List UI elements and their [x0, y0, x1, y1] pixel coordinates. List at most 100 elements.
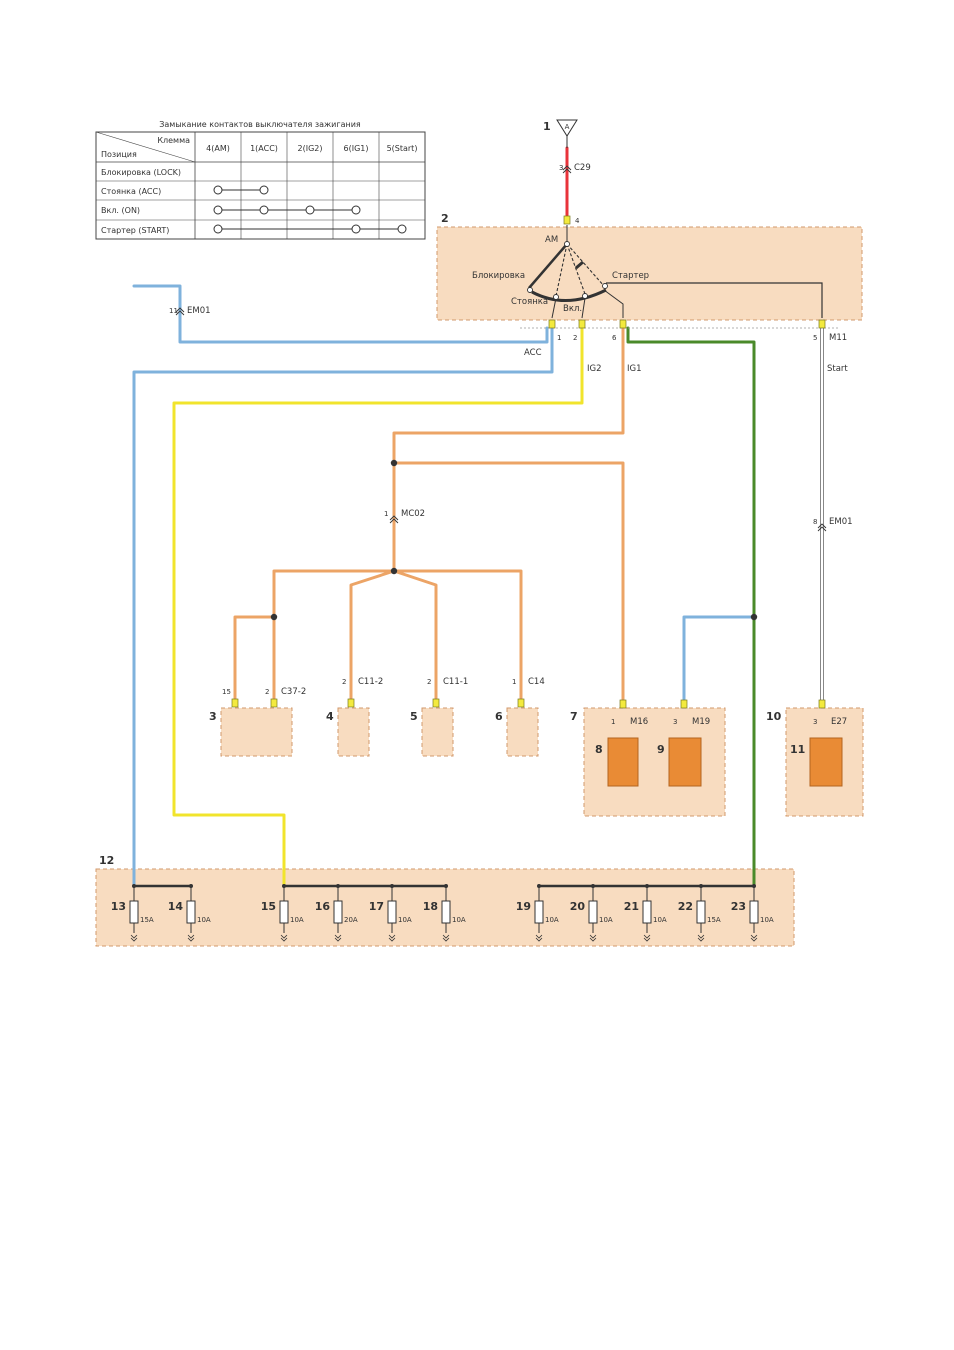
wire-yellow-ig2	[172, 326, 584, 888]
fuse-number: 13	[111, 900, 126, 913]
number-9: 9	[657, 743, 665, 756]
fuse-body	[642, 900, 652, 924]
fuse-rating: 10A	[398, 916, 412, 924]
c14-pin: 1	[512, 678, 516, 686]
fuse-number: 14	[168, 900, 184, 913]
fuse-node	[189, 884, 193, 888]
c11-2-name: C11-2	[358, 677, 383, 687]
wire-orange-ig1	[392, 326, 625, 573]
contact-circle	[259, 185, 269, 195]
em01-top-name: EM01	[187, 306, 211, 316]
mc02-pin: 1	[384, 510, 388, 518]
ground-chevron	[589, 934, 597, 942]
number-4: 4	[326, 710, 334, 723]
component-box-6	[506, 707, 539, 757]
fuse-rating: 10A	[290, 916, 304, 924]
e27-name: E27	[831, 717, 847, 727]
component-box-5	[421, 707, 454, 757]
fuse-rating: 10A	[653, 916, 667, 924]
junction-dot	[390, 459, 398, 467]
fuse-number: 15	[261, 900, 276, 913]
table-col-acc: 1(ACC)	[250, 144, 278, 153]
power-source-a: A	[556, 119, 578, 148]
fuse-node	[132, 884, 136, 888]
m16-name: M16	[630, 717, 648, 727]
fuse-rating: 10A	[760, 916, 774, 924]
fuse-number: 16	[315, 900, 331, 913]
c29-name: C29	[574, 163, 591, 173]
fuse-body	[387, 900, 397, 924]
m11-name: M11	[829, 333, 847, 343]
fuse-node	[699, 884, 703, 888]
fuse: 18 10A	[423, 884, 466, 942]
fuse-body	[534, 900, 544, 924]
fuse-rating: 15A	[140, 916, 154, 924]
contact-circle	[351, 205, 361, 215]
wire-blue-em01	[132, 284, 549, 344]
fuse-body	[129, 900, 139, 924]
table-contact-marks	[213, 185, 407, 234]
connector-markers	[231, 215, 826, 709]
fuse-node	[752, 884, 756, 888]
component-box-4	[337, 707, 370, 757]
switch-ig1-pin: 6	[612, 334, 617, 342]
junction-dot	[750, 613, 758, 621]
contact-circle	[259, 205, 269, 215]
em01-bottom-name: EM01	[829, 517, 853, 527]
fuse-node	[336, 884, 340, 888]
mc02-name: MC02	[401, 509, 425, 519]
wire-orange-m16	[392, 461, 625, 702]
fuse-body	[696, 900, 706, 924]
number-8: 8	[595, 743, 603, 756]
wire-label-start: Start	[827, 364, 848, 374]
em01-bottom-pin: 8	[813, 518, 817, 526]
c37-2-pin-b: 2	[265, 688, 269, 696]
fuse-row: 1315A1410A1510A1620A1710A1810A1910A2010A…	[111, 884, 774, 942]
component-8	[607, 737, 639, 787]
table-col-am: 4(AM)	[206, 144, 230, 153]
contact-circle	[213, 205, 223, 215]
m16-pin: 1	[611, 718, 615, 726]
fuse-rating: 15A	[707, 916, 721, 924]
c29-pin: 3	[559, 164, 563, 172]
fuse-node	[537, 884, 541, 888]
fuse-rating: 10A	[545, 916, 559, 924]
switch-label-acc: Стоянка	[511, 297, 548, 307]
table-corner-top: Клемма	[157, 136, 190, 145]
power-source-label: A	[565, 123, 570, 131]
table-col-ig1: 6(IG1)	[344, 144, 369, 153]
table-col-start: 5(Start)	[387, 144, 418, 153]
contact-circle	[213, 224, 223, 234]
fuse-rating: 10A	[599, 916, 613, 924]
ground-chevron	[643, 934, 651, 942]
ground-chevron	[187, 934, 195, 942]
fuse-node	[282, 884, 286, 888]
fuse-body	[749, 900, 759, 924]
switch-label-am: AM	[545, 235, 558, 245]
contact-circle	[213, 185, 223, 195]
table-row-acc: Стоянка (ACC)	[101, 187, 161, 196]
ground-chevron	[442, 934, 450, 942]
c11-1-pin: 2	[427, 678, 431, 686]
fuse-node	[390, 884, 394, 888]
e27-pin: 3	[813, 718, 817, 726]
ground-chevron	[334, 934, 342, 942]
component-9	[668, 737, 702, 787]
table-row-lock: Блокировка (LOCK)	[101, 168, 181, 177]
wire-blue-m19	[682, 615, 756, 702]
ground-chevron	[130, 934, 138, 942]
fuse-node	[444, 884, 448, 888]
fuse-number: 18	[423, 900, 438, 913]
number-7: 7	[570, 710, 578, 723]
junction-dot	[270, 613, 278, 621]
table-col-ig2: 2(IG2)	[298, 144, 323, 153]
component-11	[809, 737, 843, 787]
fuse-rating: 10A	[452, 916, 466, 924]
